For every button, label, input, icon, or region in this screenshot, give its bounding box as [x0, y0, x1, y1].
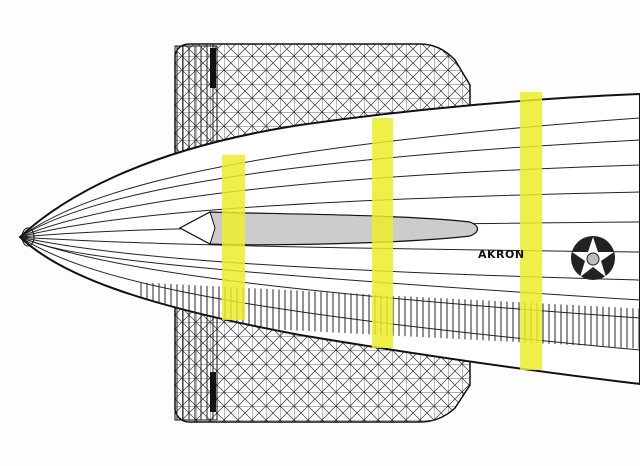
keel-window [178, 211, 479, 246]
highlight-band [222, 155, 245, 320]
highlight-band [520, 92, 542, 370]
hull [18, 92, 640, 386]
ship-name-label: AKRON [478, 248, 525, 261]
highlight-bands [222, 92, 542, 370]
highlight-band [372, 118, 393, 348]
star-roundel-icon [571, 236, 615, 280]
lower-fin [174, 299, 471, 423]
